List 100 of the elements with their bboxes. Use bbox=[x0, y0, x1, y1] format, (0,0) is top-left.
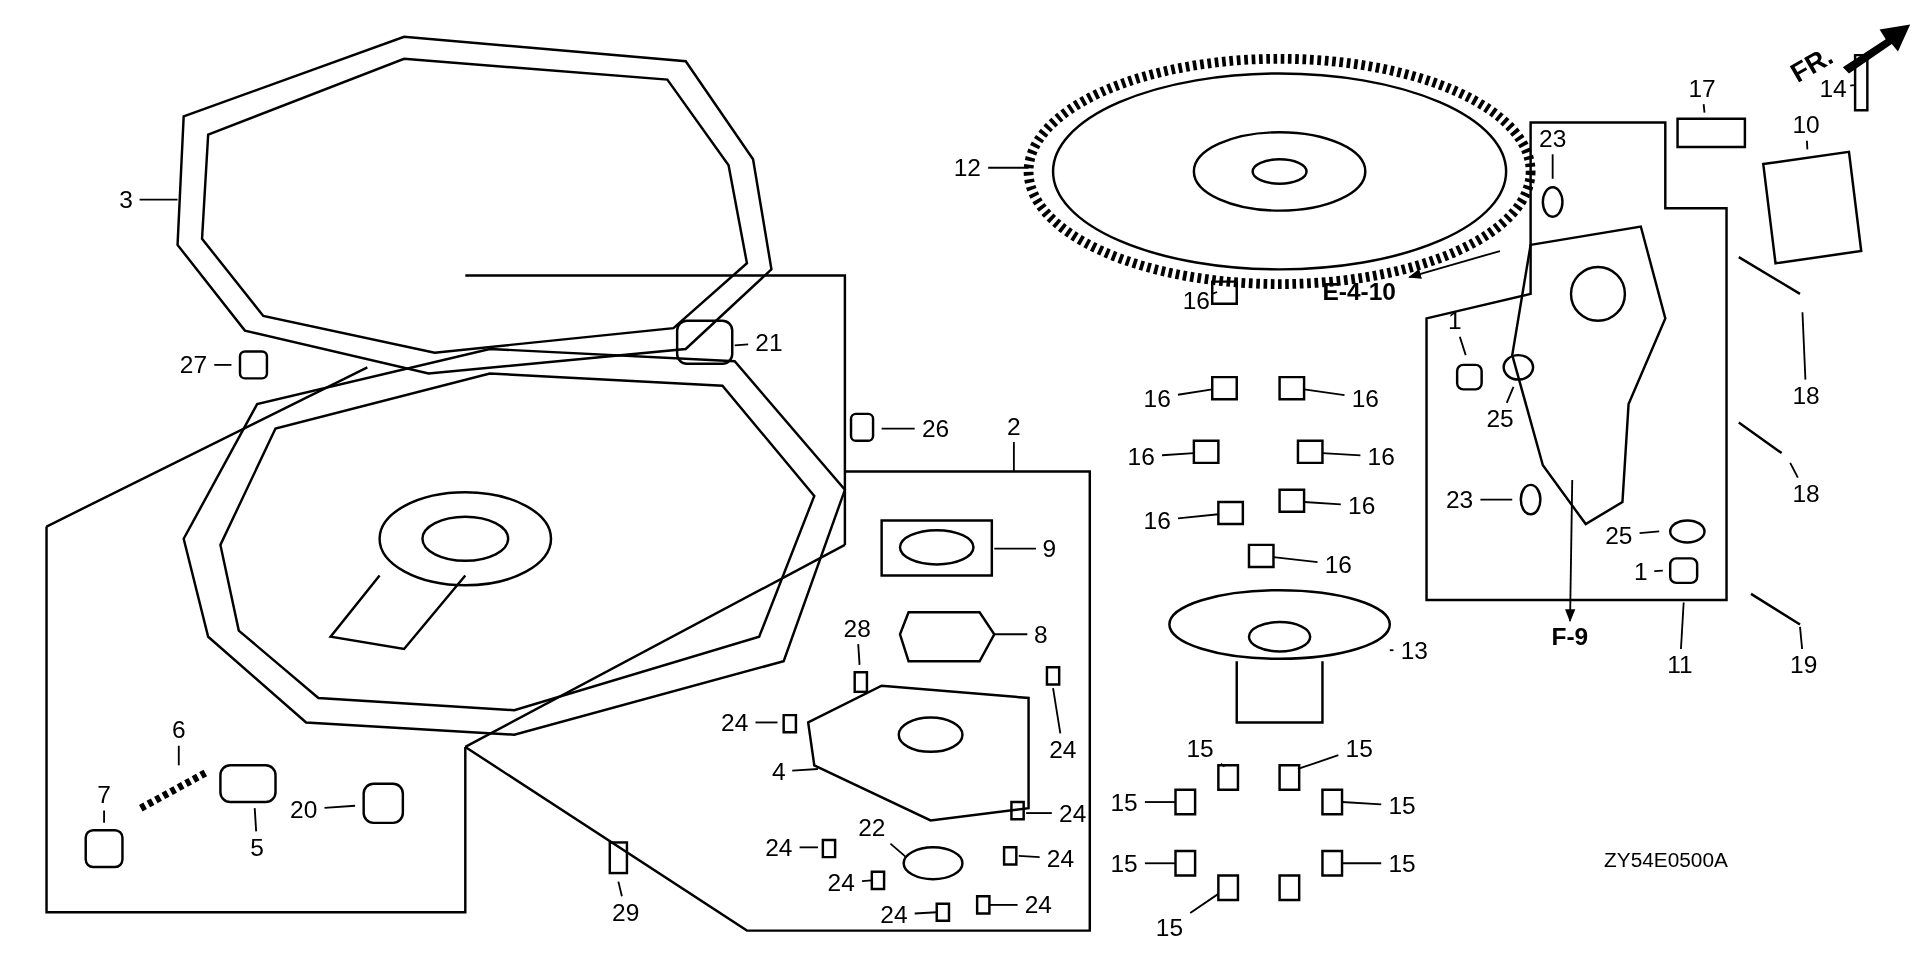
leader-line bbox=[1680, 601, 1685, 650]
reference-label: E-4-10 bbox=[1311, 277, 1407, 305]
callout-number: 19 bbox=[1785, 651, 1823, 679]
leader-line bbox=[1806, 139, 1809, 151]
callout-number: 1 bbox=[1629, 558, 1652, 586]
leader-line bbox=[861, 879, 873, 883]
callout-number: 20 bbox=[285, 795, 323, 823]
callout-number: 15 bbox=[1383, 792, 1421, 820]
leader-line bbox=[138, 198, 179, 201]
drawing-code: ZY54E0500A bbox=[1604, 848, 1728, 874]
callout-number: 24 bbox=[1020, 891, 1057, 919]
callout-number: 14 bbox=[1814, 74, 1852, 102]
leader-line bbox=[1458, 335, 1467, 357]
callout-number: 23 bbox=[1441, 486, 1478, 514]
callout-number: 6 bbox=[167, 716, 190, 744]
callout-number: 24 bbox=[1044, 735, 1082, 763]
leader-line bbox=[733, 343, 750, 347]
leader-line bbox=[1479, 498, 1514, 501]
leader-line bbox=[1025, 812, 1053, 814]
callout-number: 16 bbox=[1138, 384, 1176, 412]
callout-number: 16 bbox=[1320, 551, 1357, 578]
leader-line bbox=[993, 633, 1029, 636]
callout-number: 24 bbox=[1042, 844, 1079, 872]
leader-line bbox=[1321, 452, 1362, 457]
callout-number: 22 bbox=[853, 814, 891, 842]
callout-number: 23 bbox=[1534, 124, 1571, 152]
callout-number: 28 bbox=[838, 614, 876, 642]
leader-line bbox=[1017, 855, 1041, 859]
callout-number: 15 bbox=[1340, 734, 1378, 762]
leader-line bbox=[103, 809, 105, 824]
callout-number: 25 bbox=[1481, 405, 1519, 433]
leader-line bbox=[1052, 687, 1062, 735]
callout-number: 5 bbox=[246, 833, 269, 861]
callout-number: 16 bbox=[1177, 286, 1215, 314]
callout-number: 1 bbox=[1443, 307, 1466, 335]
callout-number: 16 bbox=[1122, 443, 1160, 471]
callout-number: 24 bbox=[716, 709, 754, 736]
callout-number: 21 bbox=[750, 329, 788, 357]
leader-line bbox=[988, 904, 1019, 906]
callout-number: 26 bbox=[917, 415, 954, 443]
leader-line bbox=[1849, 84, 1855, 87]
leader-line bbox=[993, 547, 1037, 550]
callout-number: 15 bbox=[1383, 849, 1421, 877]
callout-number: 16 bbox=[1138, 506, 1176, 534]
callout-number: 10 bbox=[1787, 111, 1825, 139]
callout-number: 18 bbox=[1787, 480, 1825, 507]
callout-number: 29 bbox=[607, 898, 645, 926]
leader-line bbox=[253, 807, 258, 833]
callout-number: 16 bbox=[1346, 384, 1384, 412]
callout-number: 25 bbox=[1600, 521, 1638, 549]
leader-line bbox=[177, 744, 180, 767]
callout-number: 24 bbox=[760, 833, 798, 861]
callout-number: 15 bbox=[1105, 788, 1143, 816]
callout-number: 15 bbox=[1151, 913, 1188, 941]
callout-number: 3 bbox=[115, 186, 138, 214]
leader-line bbox=[880, 427, 916, 430]
leader-line bbox=[987, 166, 1030, 169]
leader-line bbox=[1211, 291, 1219, 295]
leader-line bbox=[1144, 862, 1177, 865]
callout-number: 24 bbox=[875, 901, 913, 929]
leader-line bbox=[1388, 649, 1395, 652]
leader-line bbox=[1799, 626, 1804, 650]
leader-line bbox=[1272, 556, 1319, 564]
callout-number: 15 bbox=[1181, 734, 1219, 762]
leader-line bbox=[1551, 153, 1554, 180]
leader-line bbox=[1219, 762, 1226, 768]
callout-number: 2 bbox=[1002, 412, 1025, 440]
callout-number: 16 bbox=[1362, 443, 1400, 471]
leader-line bbox=[1702, 103, 1706, 114]
callout-number: 12 bbox=[949, 154, 986, 182]
callout-number: 7 bbox=[93, 781, 116, 809]
callout-number: 24 bbox=[1054, 799, 1091, 827]
callout-number: 16 bbox=[1343, 492, 1380, 520]
leader-line bbox=[1297, 754, 1340, 770]
reference-arrow bbox=[1408, 250, 1501, 279]
leader-line bbox=[754, 721, 779, 724]
callout-number: 4 bbox=[767, 757, 790, 785]
leader-line bbox=[857, 643, 861, 666]
leader-line bbox=[1144, 801, 1177, 803]
leader-line bbox=[323, 804, 357, 809]
reference-arrow bbox=[1565, 479, 1576, 623]
leader-line bbox=[1189, 892, 1220, 914]
leader-line bbox=[1653, 569, 1664, 572]
leader-line bbox=[213, 363, 233, 366]
leader-line bbox=[1177, 513, 1220, 520]
leader-line bbox=[791, 768, 819, 772]
callout-number: 17 bbox=[1683, 74, 1721, 102]
leader-line bbox=[1012, 441, 1015, 473]
callout-number: 18 bbox=[1787, 382, 1825, 409]
leader-line bbox=[889, 842, 908, 859]
callout-number: 24 bbox=[822, 869, 860, 897]
callout-number: 13 bbox=[1395, 636, 1433, 664]
leader-line bbox=[1341, 862, 1383, 865]
leader-line bbox=[1505, 386, 1515, 404]
leader-line bbox=[1177, 388, 1214, 396]
leader-line bbox=[617, 880, 623, 898]
leader-line bbox=[1303, 501, 1342, 506]
callout-number: 27 bbox=[175, 351, 212, 379]
callout-number: 11 bbox=[1661, 651, 1699, 679]
leader-line bbox=[1303, 388, 1346, 396]
